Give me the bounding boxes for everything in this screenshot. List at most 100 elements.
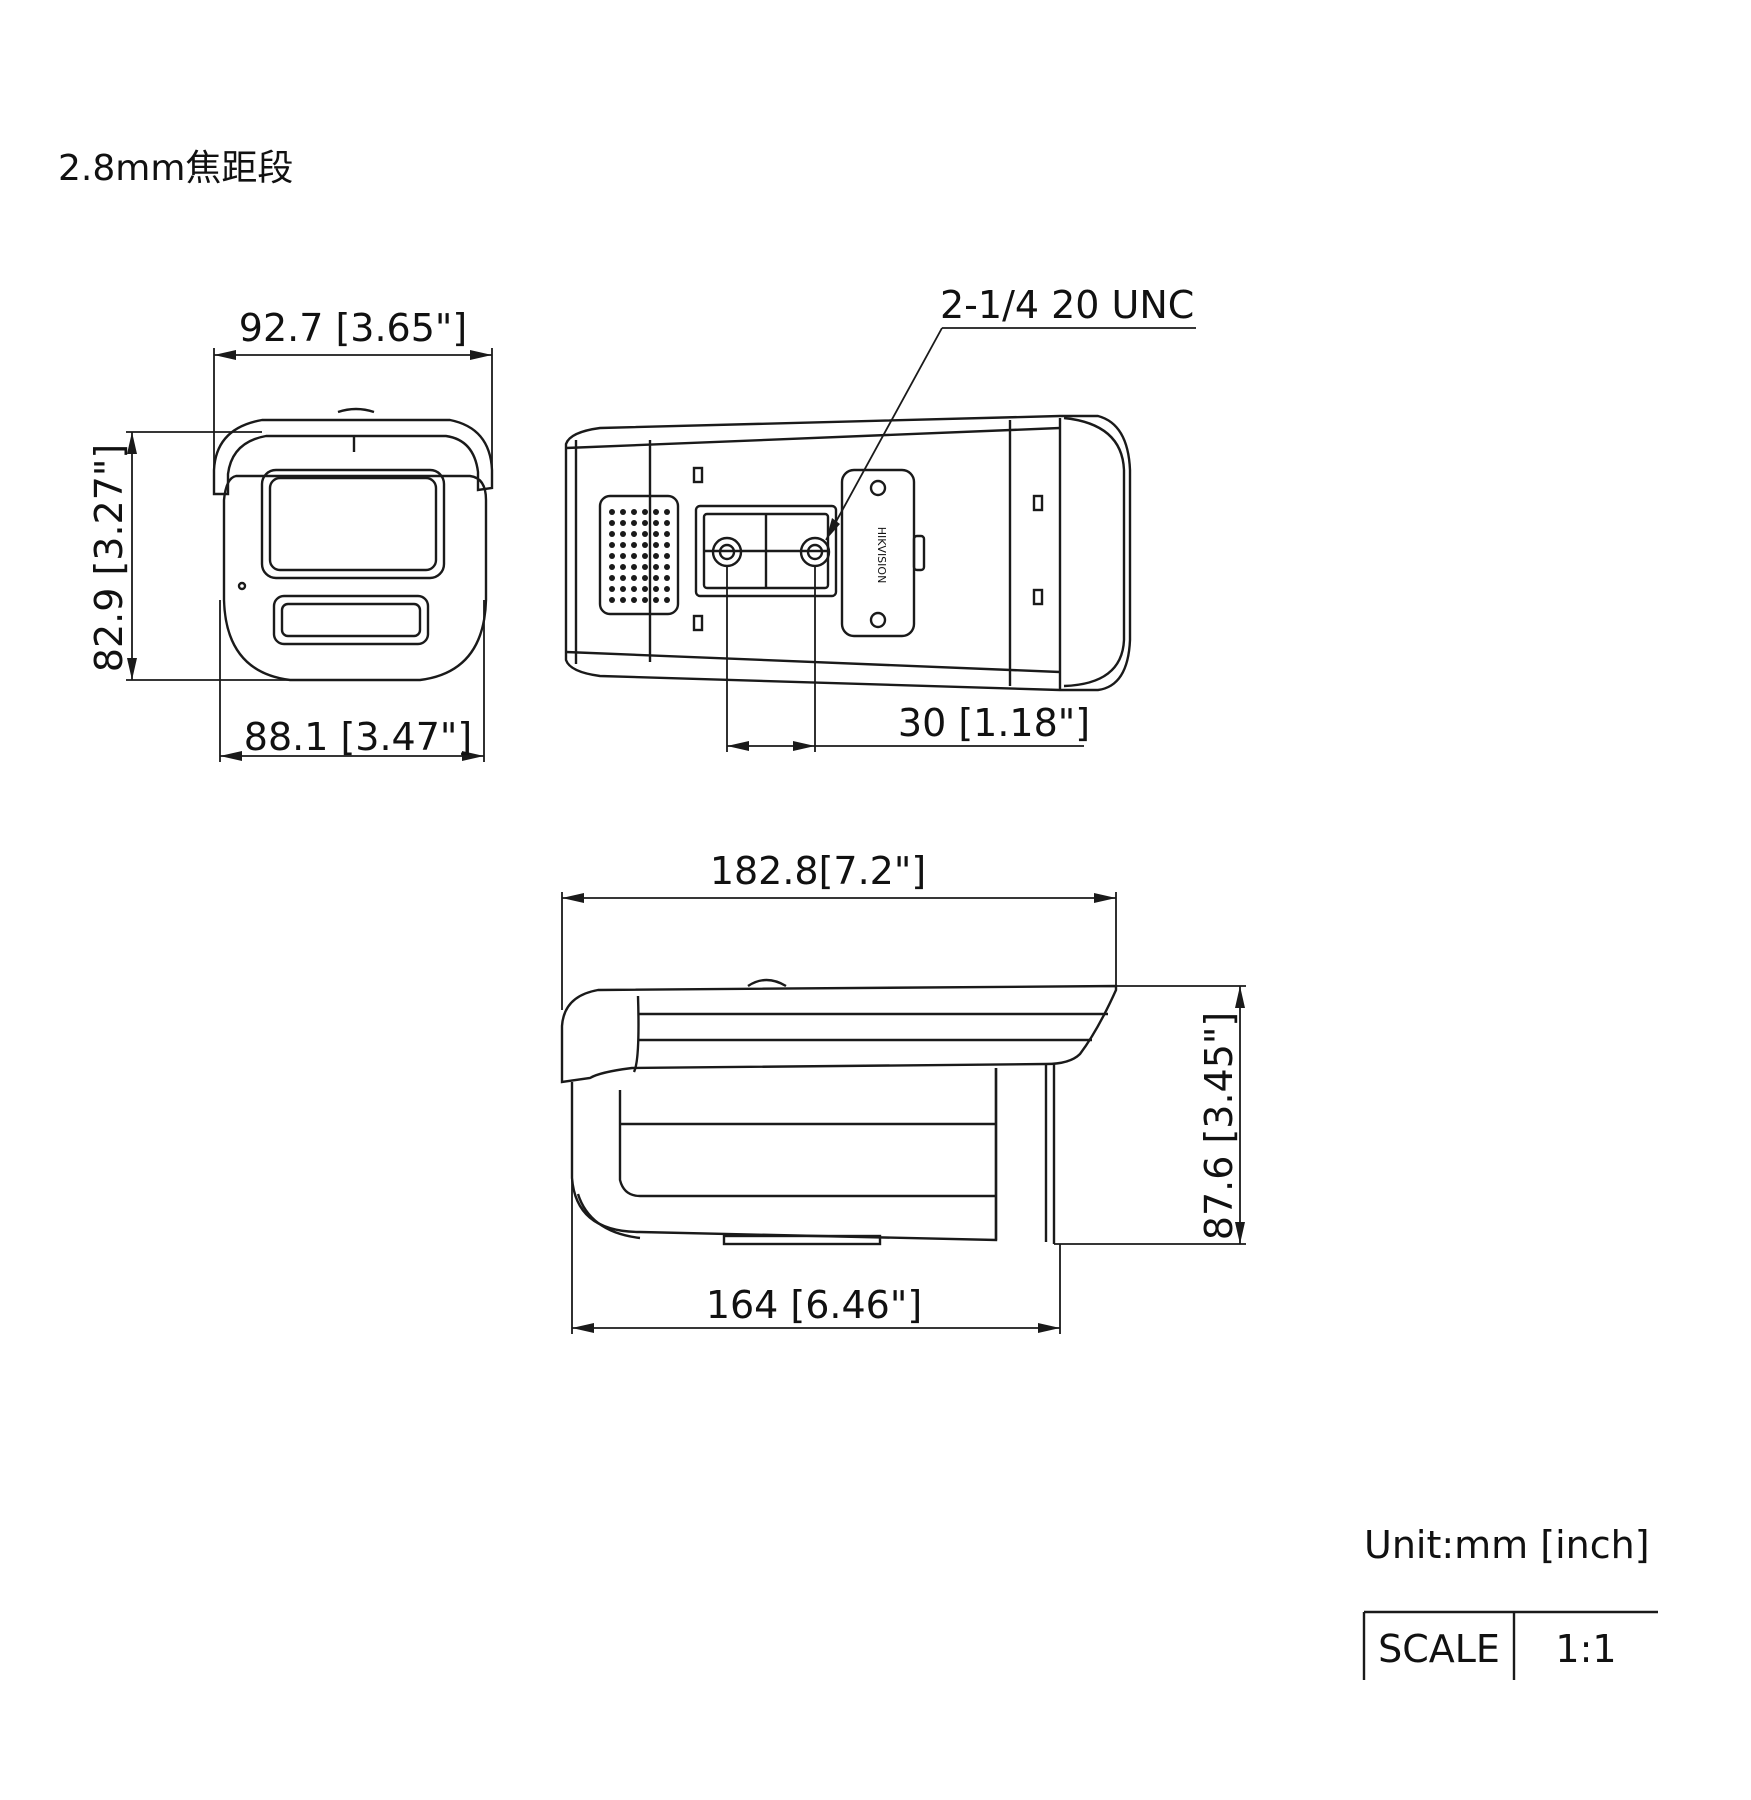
vent-dot: [609, 542, 615, 548]
dim-arrow: [572, 1323, 594, 1333]
side-body-inner: [618, 1090, 996, 1198]
dim-label-front-width-bottom: 88.1 [3.47"]: [244, 715, 472, 759]
side-bottom-base: [722, 1234, 882, 1246]
dim-arrow: [727, 741, 749, 751]
vent-dot: [631, 542, 637, 548]
vent-dot: [631, 575, 637, 581]
dim-label-body-length: 164 [6.46"]: [706, 1283, 922, 1327]
vent-dot: [631, 531, 637, 537]
vent-dot: [631, 597, 637, 603]
vent-dot: [609, 586, 615, 592]
front-view: 92.7 [3.65"] 82.9 [3.27"] 88.1 [3.47"]: [87, 306, 494, 762]
vent-dot: [653, 542, 659, 548]
vent-dot: [664, 509, 670, 515]
vent-dot: [664, 520, 670, 526]
dim-arrow: [793, 741, 815, 751]
vent-dot: [664, 564, 670, 570]
vent-dot: [631, 564, 637, 570]
vent-dot: [631, 553, 637, 559]
vent-dot: [631, 509, 637, 515]
vent-dot: [631, 586, 637, 592]
front-ir-window-inner: [280, 602, 422, 638]
vent-dot: [642, 520, 648, 526]
bottom-mount-plate: [694, 504, 838, 598]
dim-arrow: [462, 751, 484, 761]
vent-dot: [642, 564, 648, 570]
vent-dot: [664, 575, 670, 581]
thread-leader-line: [825, 327, 943, 541]
vent-dot: [664, 542, 670, 548]
dim-label-front-width-top: 92.7 [3.65"]: [239, 306, 467, 350]
side-front-curve: [576, 1193, 641, 1240]
bottom-slot: [1032, 494, 1044, 512]
vent-dot: [620, 553, 626, 559]
vent-dot: [620, 509, 626, 515]
dim-arrow: [127, 658, 137, 680]
bottom-slot: [692, 466, 704, 484]
dim-arrow: [220, 751, 242, 761]
dim-arrow: [127, 432, 137, 454]
dim-arrow: [470, 350, 492, 360]
vent-dot: [609, 597, 615, 603]
vent-dot: [664, 597, 670, 603]
side-sunshield-step: [632, 995, 640, 1073]
vent-dot: [642, 509, 648, 515]
vent-dot: [642, 553, 648, 559]
dim-arrow: [214, 350, 236, 360]
front-sensor-dot: [237, 581, 247, 591]
vent-dot: [653, 564, 659, 570]
bottom-rear-cap: [1063, 416, 1126, 688]
front-lens-window-inner: [268, 476, 438, 572]
thread-hole-right-inner: [806, 543, 824, 561]
vent-dot: [609, 531, 615, 537]
bottom-inner-line: [565, 426, 1061, 450]
cover-screw: [869, 611, 887, 629]
vent-dot: [653, 531, 659, 537]
vent-dot: [642, 542, 648, 548]
vent-dot: [609, 520, 615, 526]
vent-dot: [620, 586, 626, 592]
bottom-body-outline: [564, 414, 1132, 692]
drawing-title: 2.8mm焦距段: [58, 148, 293, 189]
vent-dot: [653, 509, 659, 515]
cover-screw: [869, 479, 887, 497]
vent-dot: [609, 575, 615, 581]
dim-label-side-height: 87.6 [3.45"]: [1197, 1012, 1241, 1240]
vent-dot: [609, 509, 615, 515]
front-body: [222, 474, 488, 682]
bottom-view: HIKVISION 2-1/4 20 UNC 30 [1.18"]: [564, 283, 1196, 752]
footer: Unit:mm [inch] SCALE 1:1: [1362, 1523, 1658, 1680]
bottom-brand-mark: HIKVISION: [875, 527, 888, 584]
vent-dot: [664, 553, 670, 559]
vent-dot: [653, 520, 659, 526]
side-body: [570, 1068, 998, 1242]
dim-arrow: [562, 893, 584, 903]
vent-dot: [620, 531, 626, 537]
vent-dot: [620, 542, 626, 548]
front-sunshield-top: [337, 407, 375, 414]
dim-label-front-height: 82.9 [3.27"]: [87, 444, 131, 672]
vent-dot: [642, 531, 648, 537]
side-sunshield: [560, 984, 1118, 1084]
scale-value: 1:1: [1555, 1627, 1616, 1671]
side-top-bump: [747, 978, 787, 988]
front-lens-window: [260, 468, 446, 580]
vent-dot: [642, 575, 648, 581]
dim-label-total-length: 182.8[7.2"]: [710, 849, 926, 893]
vent-dot: [609, 553, 615, 559]
vent-dot: [653, 586, 659, 592]
dim-arrow: [1235, 986, 1245, 1008]
bottom-inner-line: [565, 650, 1061, 674]
unit-label: Unit:mm [inch]: [1364, 1523, 1650, 1567]
vent-dot: [620, 520, 626, 526]
vent-dot: [653, 575, 659, 581]
vent-dot: [620, 597, 626, 603]
vent-dot: [620, 564, 626, 570]
vent-dot: [664, 531, 670, 537]
scale-label: SCALE: [1378, 1627, 1500, 1671]
vent-dot: [642, 597, 648, 603]
front-ir-window: [272, 594, 430, 646]
vent-dots: [609, 509, 670, 603]
dim-arrow: [1094, 893, 1116, 903]
